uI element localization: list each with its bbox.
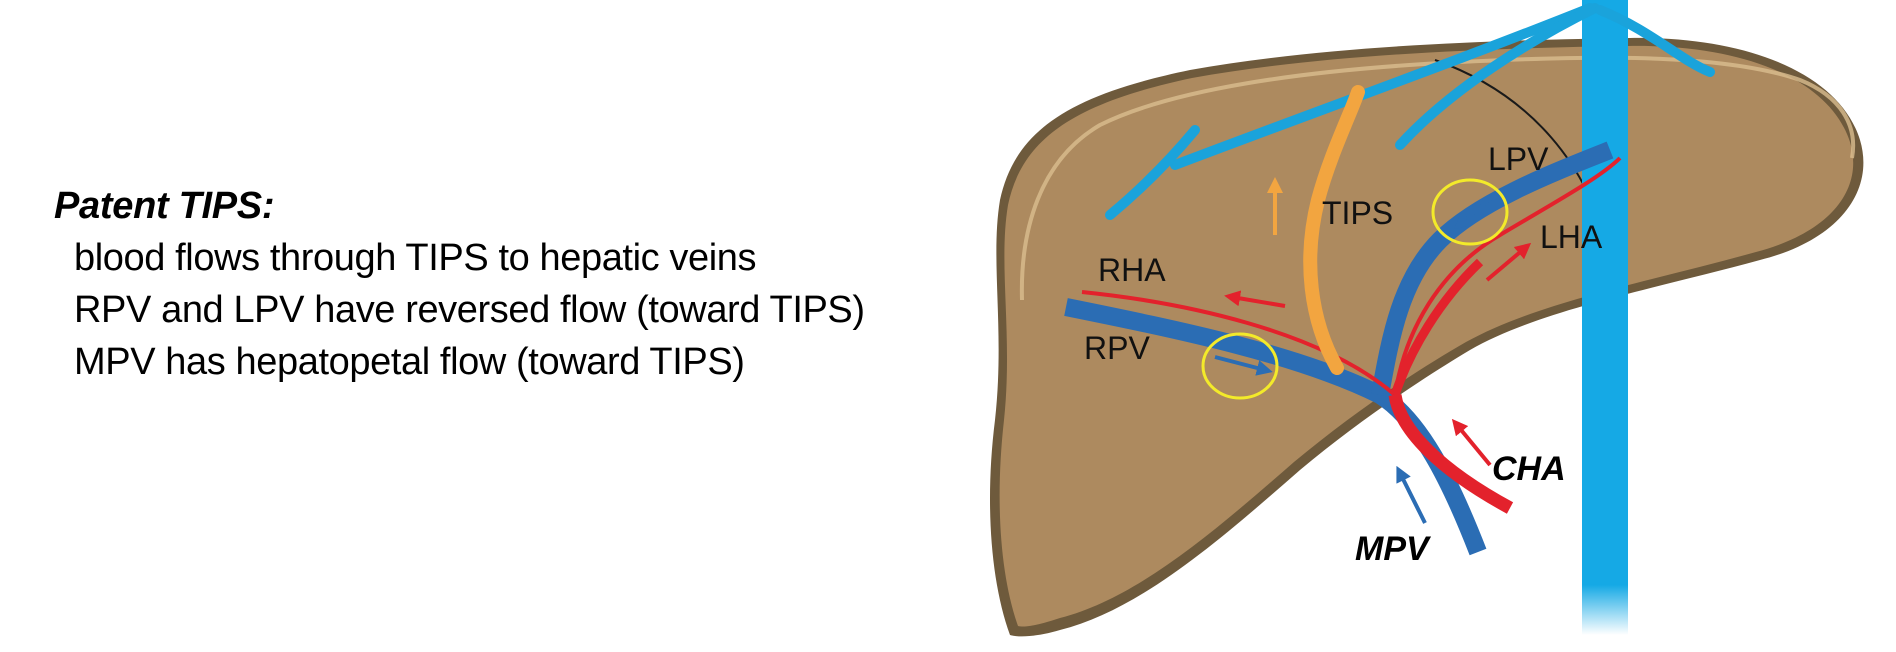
rha-label: RHA [1098,252,1166,288]
rpv-highlight-circle [1201,332,1279,400]
cha-flow-arrow [1451,418,1492,467]
right-portal-vein [1064,298,1487,556]
legend: Patent TIPS: blood flows through TIPS to… [54,180,865,388]
liver-highlight [1019,55,1856,301]
middle-hepatic-vein [1395,3,1600,150]
hepatic-artery-junction [1390,258,1484,397]
tips-label: TIPS [1322,195,1393,231]
right-hepatic-artery [1081,290,1397,397]
lpv-highlight-circle [1431,178,1509,246]
hepatic-arteries [1081,156,1622,514]
rha-flow-arrow [1224,290,1286,308]
mpv-label: MPV [1355,530,1432,568]
right-hepatic-vein [1170,3,1595,170]
common-hepatic-artery [1388,393,1514,514]
legend-line-hepatopetal-flow: MPV has hepatopetal flow (toward TIPS) [74,341,745,383]
legend-line-reversed-flow: RPV and LPV have reversed flow (toward T… [74,289,865,331]
left-portal-vein [1371,141,1614,397]
lha-flow-arrow [1485,242,1532,282]
rpv-label: RPV [1084,330,1150,366]
mpv-flow-arrow [1396,465,1427,524]
rpv-flow-arrow [1214,355,1273,376]
legend-title: Patent TIPS: [54,185,275,227]
lha-label: LHA [1540,219,1603,255]
lpv-flow-arrow [1453,193,1497,230]
left-hepatic-vein [1595,5,1715,77]
lpv-label: LPV [1488,141,1549,177]
hepatic-veins [1105,3,1715,220]
cha-label: CHA [1492,450,1566,488]
portal-vein [1064,141,1614,556]
legend-line-tips-flow: blood flows through TIPS to hepatic vein… [74,237,757,279]
ivc-fade [1582,585,1628,635]
ivc [1582,0,1628,585]
right-hepatic-vein-branch [1105,125,1200,220]
left-hepatic-artery [1393,156,1622,396]
tips-shunt [1303,85,1365,375]
